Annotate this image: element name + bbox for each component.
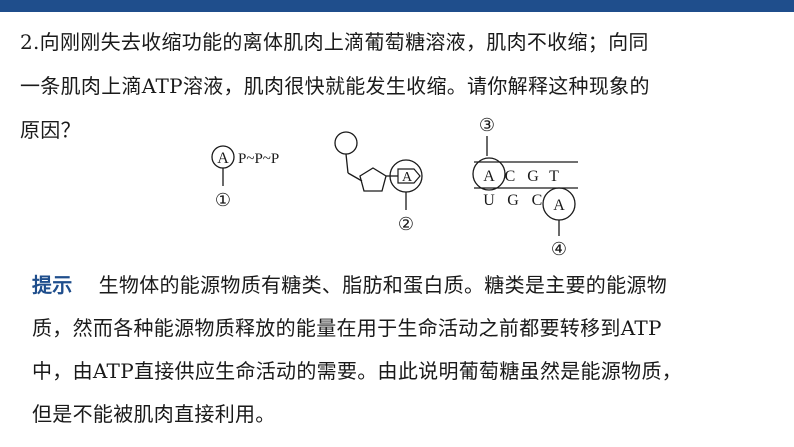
hint-line: 提示 生物体的能源物质有糖类、脂肪和蛋白质。糖类是主要的能源物 (32, 264, 780, 307)
base-letter: A (402, 170, 413, 185)
figure-nucleotide: A ② (334, 131, 423, 234)
pentose-sugar-icon (359, 167, 387, 192)
question-line: 原因？ (20, 118, 81, 142)
marker-2: ② (398, 214, 414, 234)
hint-block: 提示 生物体的能源物质有糖类、脂肪和蛋白质。糖类是主要的能源物 质，然而各种能源物… (32, 264, 780, 436)
figure-strand-pairing: ③ A C G T U G C A ④ (472, 115, 578, 259)
question-line: 一条肌肉上滴ATP溶液，肌肉很快就能发生收缩。请你解释这种现象的 (20, 74, 650, 98)
top-base: T (549, 168, 559, 185)
adenosine-letter: A (217, 150, 229, 167)
hint-line: 质，然而各种能源物质释放的能量在用于生命活动之前都要转移到ATP (32, 316, 662, 340)
bottom-base: A (553, 197, 565, 214)
bottom-base: U (483, 192, 495, 209)
phosphate-chain: P~P~P (238, 151, 279, 167)
bottom-base: C (532, 192, 543, 209)
hint-label: 提示 (32, 273, 73, 297)
question-line: 2.向刚刚失去收缩功能的离体肌肉上滴葡萄糖溶液，肌肉不收缩；向同 (20, 30, 649, 54)
figure-atp-notation: A P~P~P ① (211, 145, 279, 210)
marker-1: ① (215, 190, 231, 210)
marker-3: ③ (479, 115, 495, 135)
top-accent-bar (0, 0, 794, 12)
base-shape-icon (397, 168, 421, 184)
hint-line: 但是不能被肌肉直接利用。 (32, 402, 276, 426)
hint-text: 生物体的能源物质有糖类、脂肪和蛋白质。糖类是主要的能源物 (98, 273, 668, 297)
phosphate-group-circle (334, 131, 358, 155)
top-base: A (483, 168, 495, 185)
hint-line: 中，由ATP直接供应生命活动的需要。由此说明葡萄糖虽然是能源物质， (32, 359, 683, 383)
bottom-base: G (507, 192, 519, 209)
marker-4: ④ (551, 239, 567, 259)
top-base: G (527, 168, 539, 185)
question-block: 2.向刚刚失去收缩功能的离体肌肉上滴葡萄糖溶液，肌肉不收缩；向同 一条肌肉上滴A… (20, 20, 778, 152)
top-base: C (505, 168, 516, 185)
